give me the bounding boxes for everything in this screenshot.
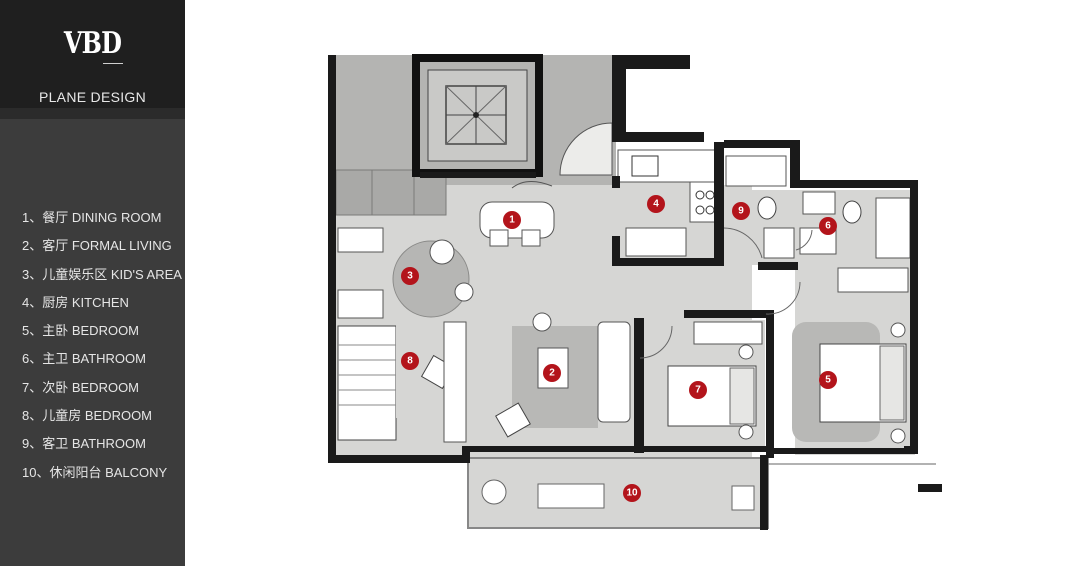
legend-item-kids-area: 3、儿童娱乐区 KID'S AREA (22, 266, 182, 282)
svg-text:3: 3 (407, 271, 413, 282)
legend-item-guest-bath: 9、客卫 BATHROOM (22, 436, 146, 452)
closets (337, 227, 909, 345)
room-marker-7: 7 (689, 381, 707, 399)
legend-item-balcony: 10、休闲阳台 BALCONY (22, 464, 168, 480)
svg-text:2: 2 (549, 368, 555, 379)
kids-rug (392, 239, 474, 318)
legend-item-master-bath: 6、主卫 BATHROOM (22, 351, 146, 367)
svg-text:8: 8 (407, 356, 413, 367)
room-marker-6: 6 (819, 217, 837, 235)
room-marker-9: 9 (732, 202, 750, 220)
legend-item-living: 2、客厅 FORMAL LIVING (22, 238, 172, 254)
room-marker-10: 10 (623, 484, 641, 502)
legend-item-dining: 1、餐厅 DINING ROOM (22, 210, 162, 225)
living-room-furniture (495, 312, 631, 438)
sidebar-header (0, 0, 185, 108)
legend-item-master-bedroom: 5、主卧 BEDROOM (22, 323, 140, 339)
svg-text:7: 7 (695, 385, 701, 396)
bathroom-fixtures (725, 155, 911, 259)
room-marker-1: 1 (503, 211, 521, 229)
page-subtitle: PLANE DESIGN (38, 89, 147, 105)
room-marker-5: 5 (819, 371, 837, 389)
second-bedroom-furniture (667, 344, 757, 440)
legend-item-kitchen: 4、厨房 KITCHEN (22, 294, 129, 310)
room-marker-3: 3 (401, 267, 419, 285)
brand-logo: VBD (63, 26, 122, 61)
room-marker-4: 4 (647, 195, 665, 213)
sidebar-divider (0, 108, 185, 119)
svg-text:10: 10 (626, 488, 638, 499)
svg-text:9: 9 (738, 206, 744, 217)
room-markers: 1 2 3 4 5 6 7 8 9 10 (401, 195, 837, 502)
sidebar: VBD PLANE DESIGN 1、餐厅 DINING ROOM 2、客厅 F… (0, 0, 185, 566)
balcony-area (467, 457, 936, 529)
svg-text:6: 6 (825, 221, 831, 232)
svg-text:5: 5 (825, 375, 831, 386)
svg-text:4: 4 (653, 199, 659, 210)
logo-underline (103, 63, 123, 64)
room-legend: 1、餐厅 DINING ROOM 2、客厅 FORMAL LIVING 3、儿童… (22, 209, 182, 492)
legend-item-kids-bedroom: 8、儿童房 BEDROOM (22, 408, 153, 424)
walls (328, 55, 942, 530)
legend-item-second-bedroom: 7、次卧 BEDROOM (22, 379, 140, 395)
svg-text:1: 1 (509, 215, 515, 226)
stair-core (334, 54, 616, 216)
room-marker-8: 8 (401, 352, 419, 370)
door-swings (639, 227, 813, 359)
kids-bedroom (337, 321, 467, 443)
room-marker-2: 2 (543, 364, 561, 382)
